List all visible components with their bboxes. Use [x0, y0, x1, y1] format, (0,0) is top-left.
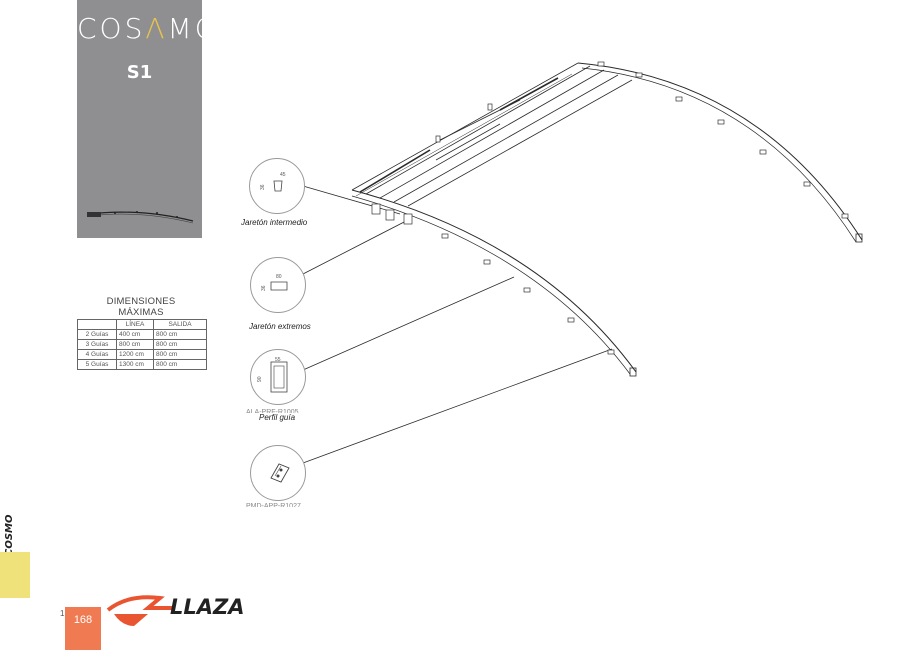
perfil-guia-profile-icon: 90 55	[257, 357, 288, 393]
bracket-code: PMD-APP-R1027	[246, 503, 301, 507]
leader-line	[302, 219, 409, 275]
label-jareton-extremos: Jaretón extremos	[249, 322, 311, 331]
svg-text:LLAZA: LLAZA	[170, 595, 245, 619]
brand-logo: COSΛMO	[77, 12, 220, 45]
jareton-intermedio-profile-icon: 36 45	[260, 172, 286, 192]
table-cell: 800 cm	[153, 359, 207, 370]
svg-text:36: 36	[260, 184, 266, 190]
svg-text:45: 45	[280, 172, 286, 178]
front-guide-arc	[351, 189, 637, 373]
page-number-box: 168	[65, 607, 101, 650]
detail-circle-perfil-guia: 90 55	[250, 349, 306, 405]
detail-circle-jareton-intermedio: 36 45	[249, 158, 305, 214]
svg-text:55: 55	[275, 357, 281, 363]
perfil-guia-code: ALA-PRF-R1005	[246, 409, 299, 413]
page-prefix: 1	[60, 609, 65, 618]
svg-text:80: 80	[276, 274, 282, 280]
page-number: 168	[73, 614, 93, 626]
header-panel: COSΛMO S1	[77, 0, 220, 238]
label-perfil-guia: Perfil guía	[259, 413, 296, 422]
side-section-label: COSMO	[4, 514, 15, 557]
rear-guide-arc	[577, 62, 863, 241]
detail-circle-jareton-extremos: 36 80	[250, 257, 306, 313]
leader-line	[302, 185, 401, 215]
llaza-logo: LLAZA	[106, 595, 245, 626]
label-jareton-intermedio: Jaretón intermedio	[241, 218, 308, 227]
model-name: S1	[126, 62, 153, 83]
leader-line	[302, 348, 613, 464]
svg-text:36: 36	[261, 285, 267, 291]
jareton-extremos-profile-icon: 36 80	[261, 274, 288, 291]
dimensions-table: LÍNEA SALIDA 2 Guías 400 cm 800 cm 3 Guí…	[77, 319, 207, 370]
table-row: 5 Guías 1300 cm 800 cm	[77, 359, 207, 370]
dimensions-title: DIMENSIONES MÁXIMAS	[106, 296, 176, 318]
svg-text:90: 90	[257, 376, 263, 382]
side-color-tab	[0, 552, 30, 598]
detail-circle-bracket	[250, 445, 306, 501]
bracket-icon	[270, 463, 290, 483]
leader-line	[302, 276, 515, 371]
product-thumbnail	[87, 211, 194, 224]
